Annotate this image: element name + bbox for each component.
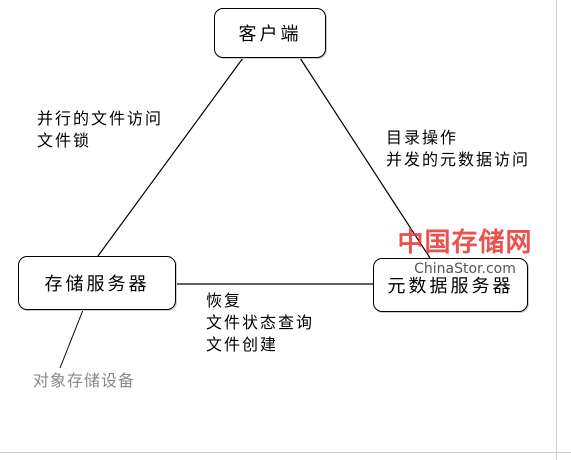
- edge-label-line: 恢复: [206, 291, 243, 310]
- client-node: 客户端: [214, 8, 326, 58]
- edge-label-line: 并行的文件访问: [37, 109, 164, 128]
- client-label: 客户端: [238, 24, 302, 45]
- edge-label-client-metadata: 目录操作 并发的元数据访问: [386, 127, 530, 171]
- edge-storage-device: [59, 309, 84, 369]
- edge-label-client-storage: 并行的文件访问 文件锁: [37, 108, 163, 152]
- storage-server-label: 存储服务器: [44, 274, 150, 295]
- edge-client-metadata: [299, 57, 431, 259]
- storage-server-node: 存储服务器: [18, 256, 176, 310]
- frame-border-bottom: [0, 452, 571, 453]
- edge-label-line: 文件状态查询: [206, 313, 315, 332]
- storage-device-label: 对象存储设备: [33, 371, 136, 390]
- edge-label-line: 并发的元数据访问: [386, 150, 531, 169]
- metadata-server-label: 元数据服务器: [387, 276, 514, 297]
- edge-label-storage-metadata: 恢复 文件状态查询 文件创建: [206, 290, 314, 356]
- edge-label-line: 文件锁: [37, 131, 92, 150]
- metadata-server-node: 元数据服务器: [373, 258, 528, 312]
- frame-border-right: [556, 0, 557, 460]
- edge-client-storage: [97, 57, 244, 257]
- edge-label-line: 文件创建: [206, 335, 279, 354]
- edge-label-line: 目录操作: [386, 128, 459, 147]
